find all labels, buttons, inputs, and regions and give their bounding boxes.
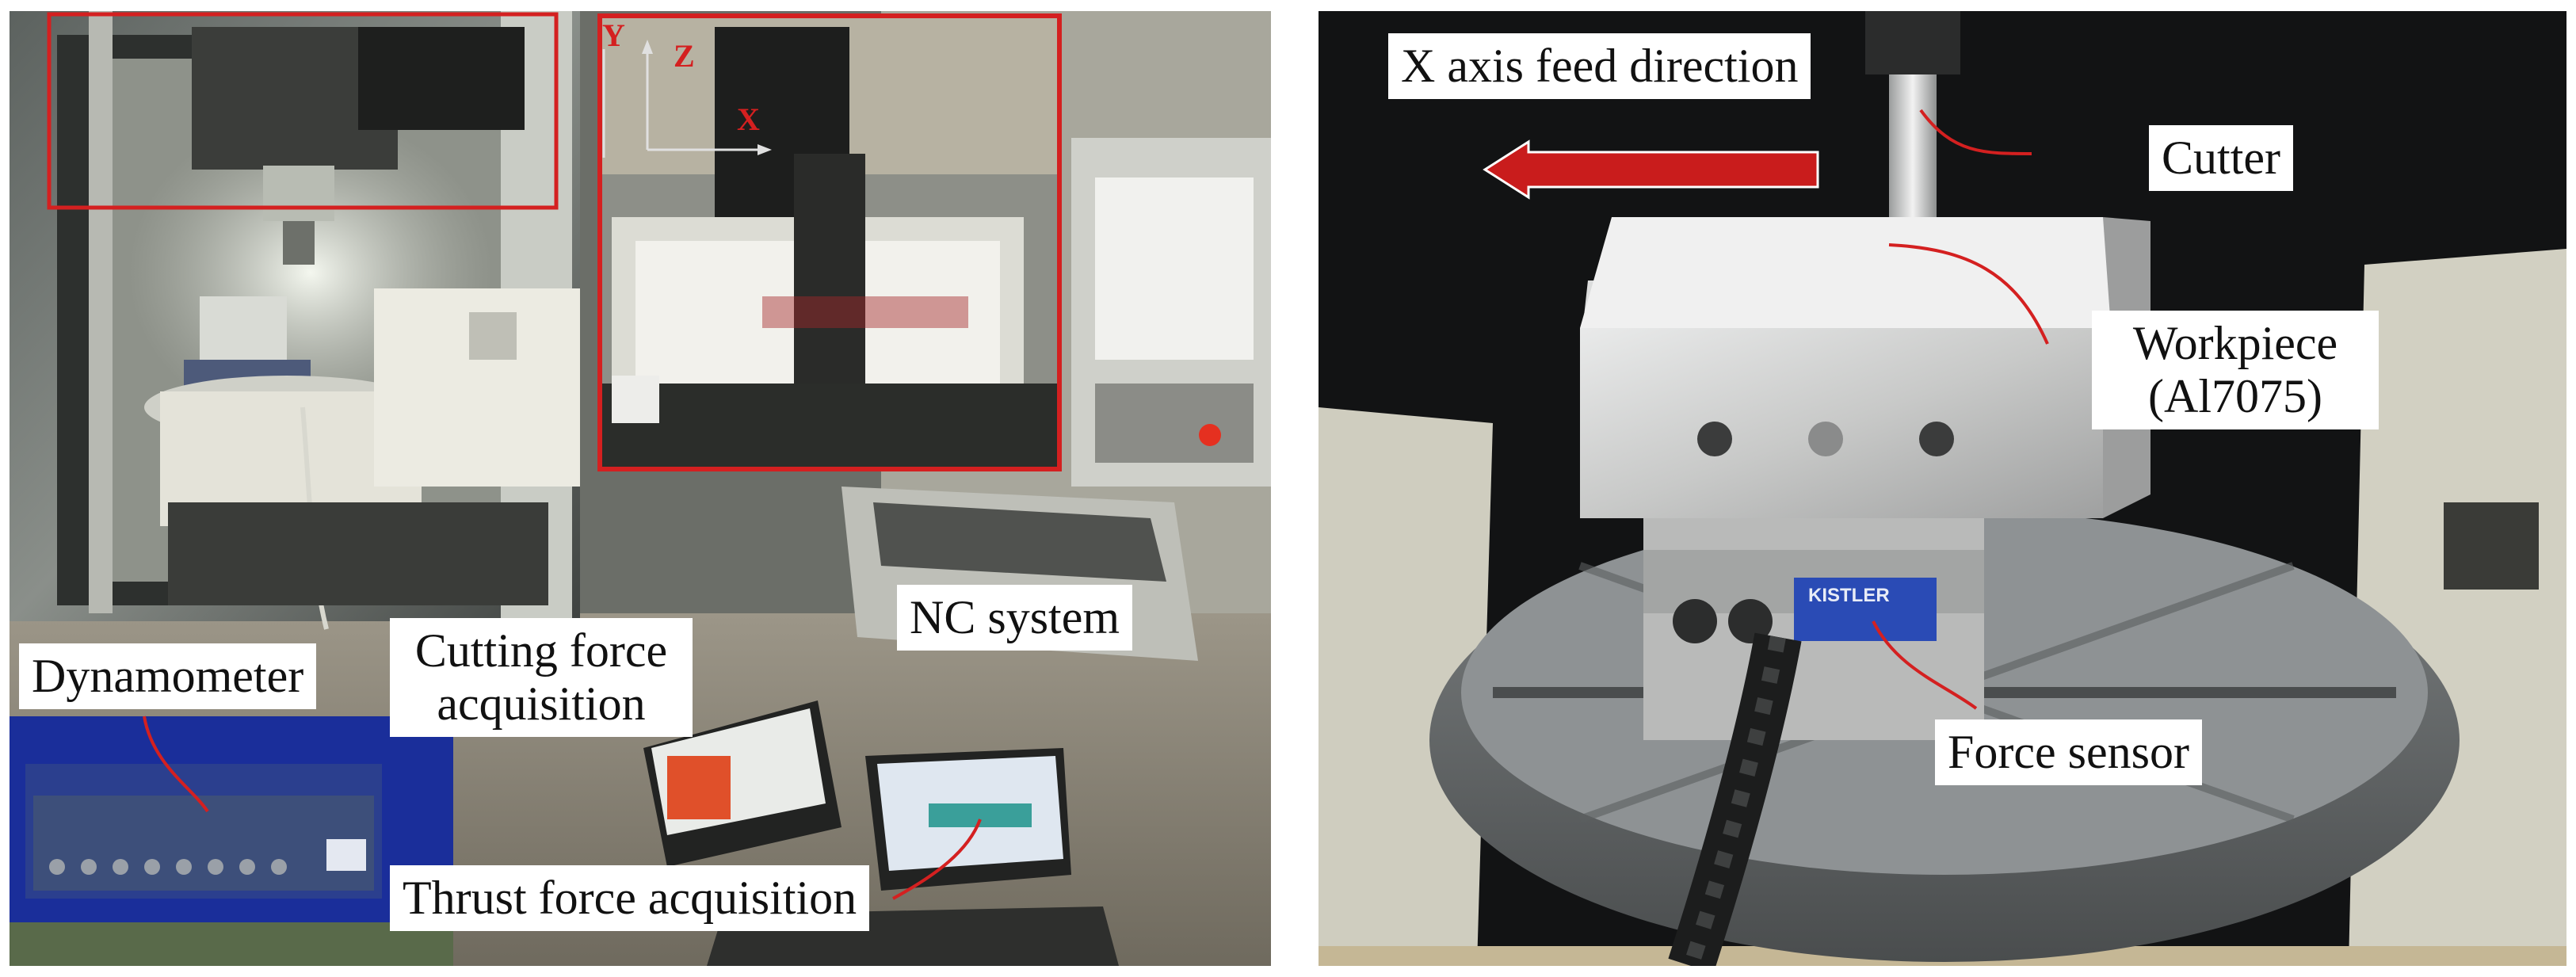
cutter-label: Cutter <box>2149 125 2293 192</box>
machine-overview-scene: Y Z X <box>10 11 1271 966</box>
thrust-force-leader-line <box>892 819 982 900</box>
cutting-force-label-line1: Cutting force <box>414 624 668 677</box>
inset-highlight-box <box>597 13 1062 471</box>
photo-machine-overview: Y Z X <box>10 11 1271 966</box>
nc-system-label: NC system <box>897 585 1133 651</box>
thrust-force-label: Thrust force acquisition <box>390 865 870 932</box>
workpiece-label: Workpiece (Al7075) <box>2092 311 2379 430</box>
sensor-brand-plate <box>1794 578 1937 641</box>
cutter-leader-line <box>1919 109 2032 155</box>
sensor-brand-text: KISTLER <box>1808 585 1890 606</box>
workpiece-label-line1: Workpiece <box>2132 317 2338 369</box>
coordinate-axes: Y Z X <box>602 17 772 158</box>
photo-workpiece-closeup: KISTLER <box>1319 11 2566 966</box>
feed-direction-label: X axis feed direction <box>1388 33 1811 100</box>
dynamometer-leader-line <box>143 716 209 813</box>
dynamometer-label: Dynamometer <box>19 643 317 710</box>
axis-y-label: Y <box>602 17 625 53</box>
feed-direction-arrow <box>1483 139 1819 200</box>
cutting-force-label-line2: acquisition <box>437 677 646 731</box>
workpiece-leader-line <box>1888 243 2049 345</box>
workpiece-block <box>1580 328 2103 518</box>
force-sensor-label: Force sensor <box>1935 719 2202 786</box>
cutting-force-label: Cutting force acquisition <box>390 618 693 738</box>
spindle-highlight-box <box>47 12 559 210</box>
force-sensor-leader-line <box>1872 620 1978 710</box>
workpiece-label-line2: (Al7075) <box>2148 370 2322 423</box>
axis-x-label: X <box>737 101 760 137</box>
axis-z-label: Z <box>674 38 695 74</box>
cutter-tool <box>1889 74 1937 217</box>
workpiece-closeup-scene: KISTLER <box>1319 11 2566 966</box>
